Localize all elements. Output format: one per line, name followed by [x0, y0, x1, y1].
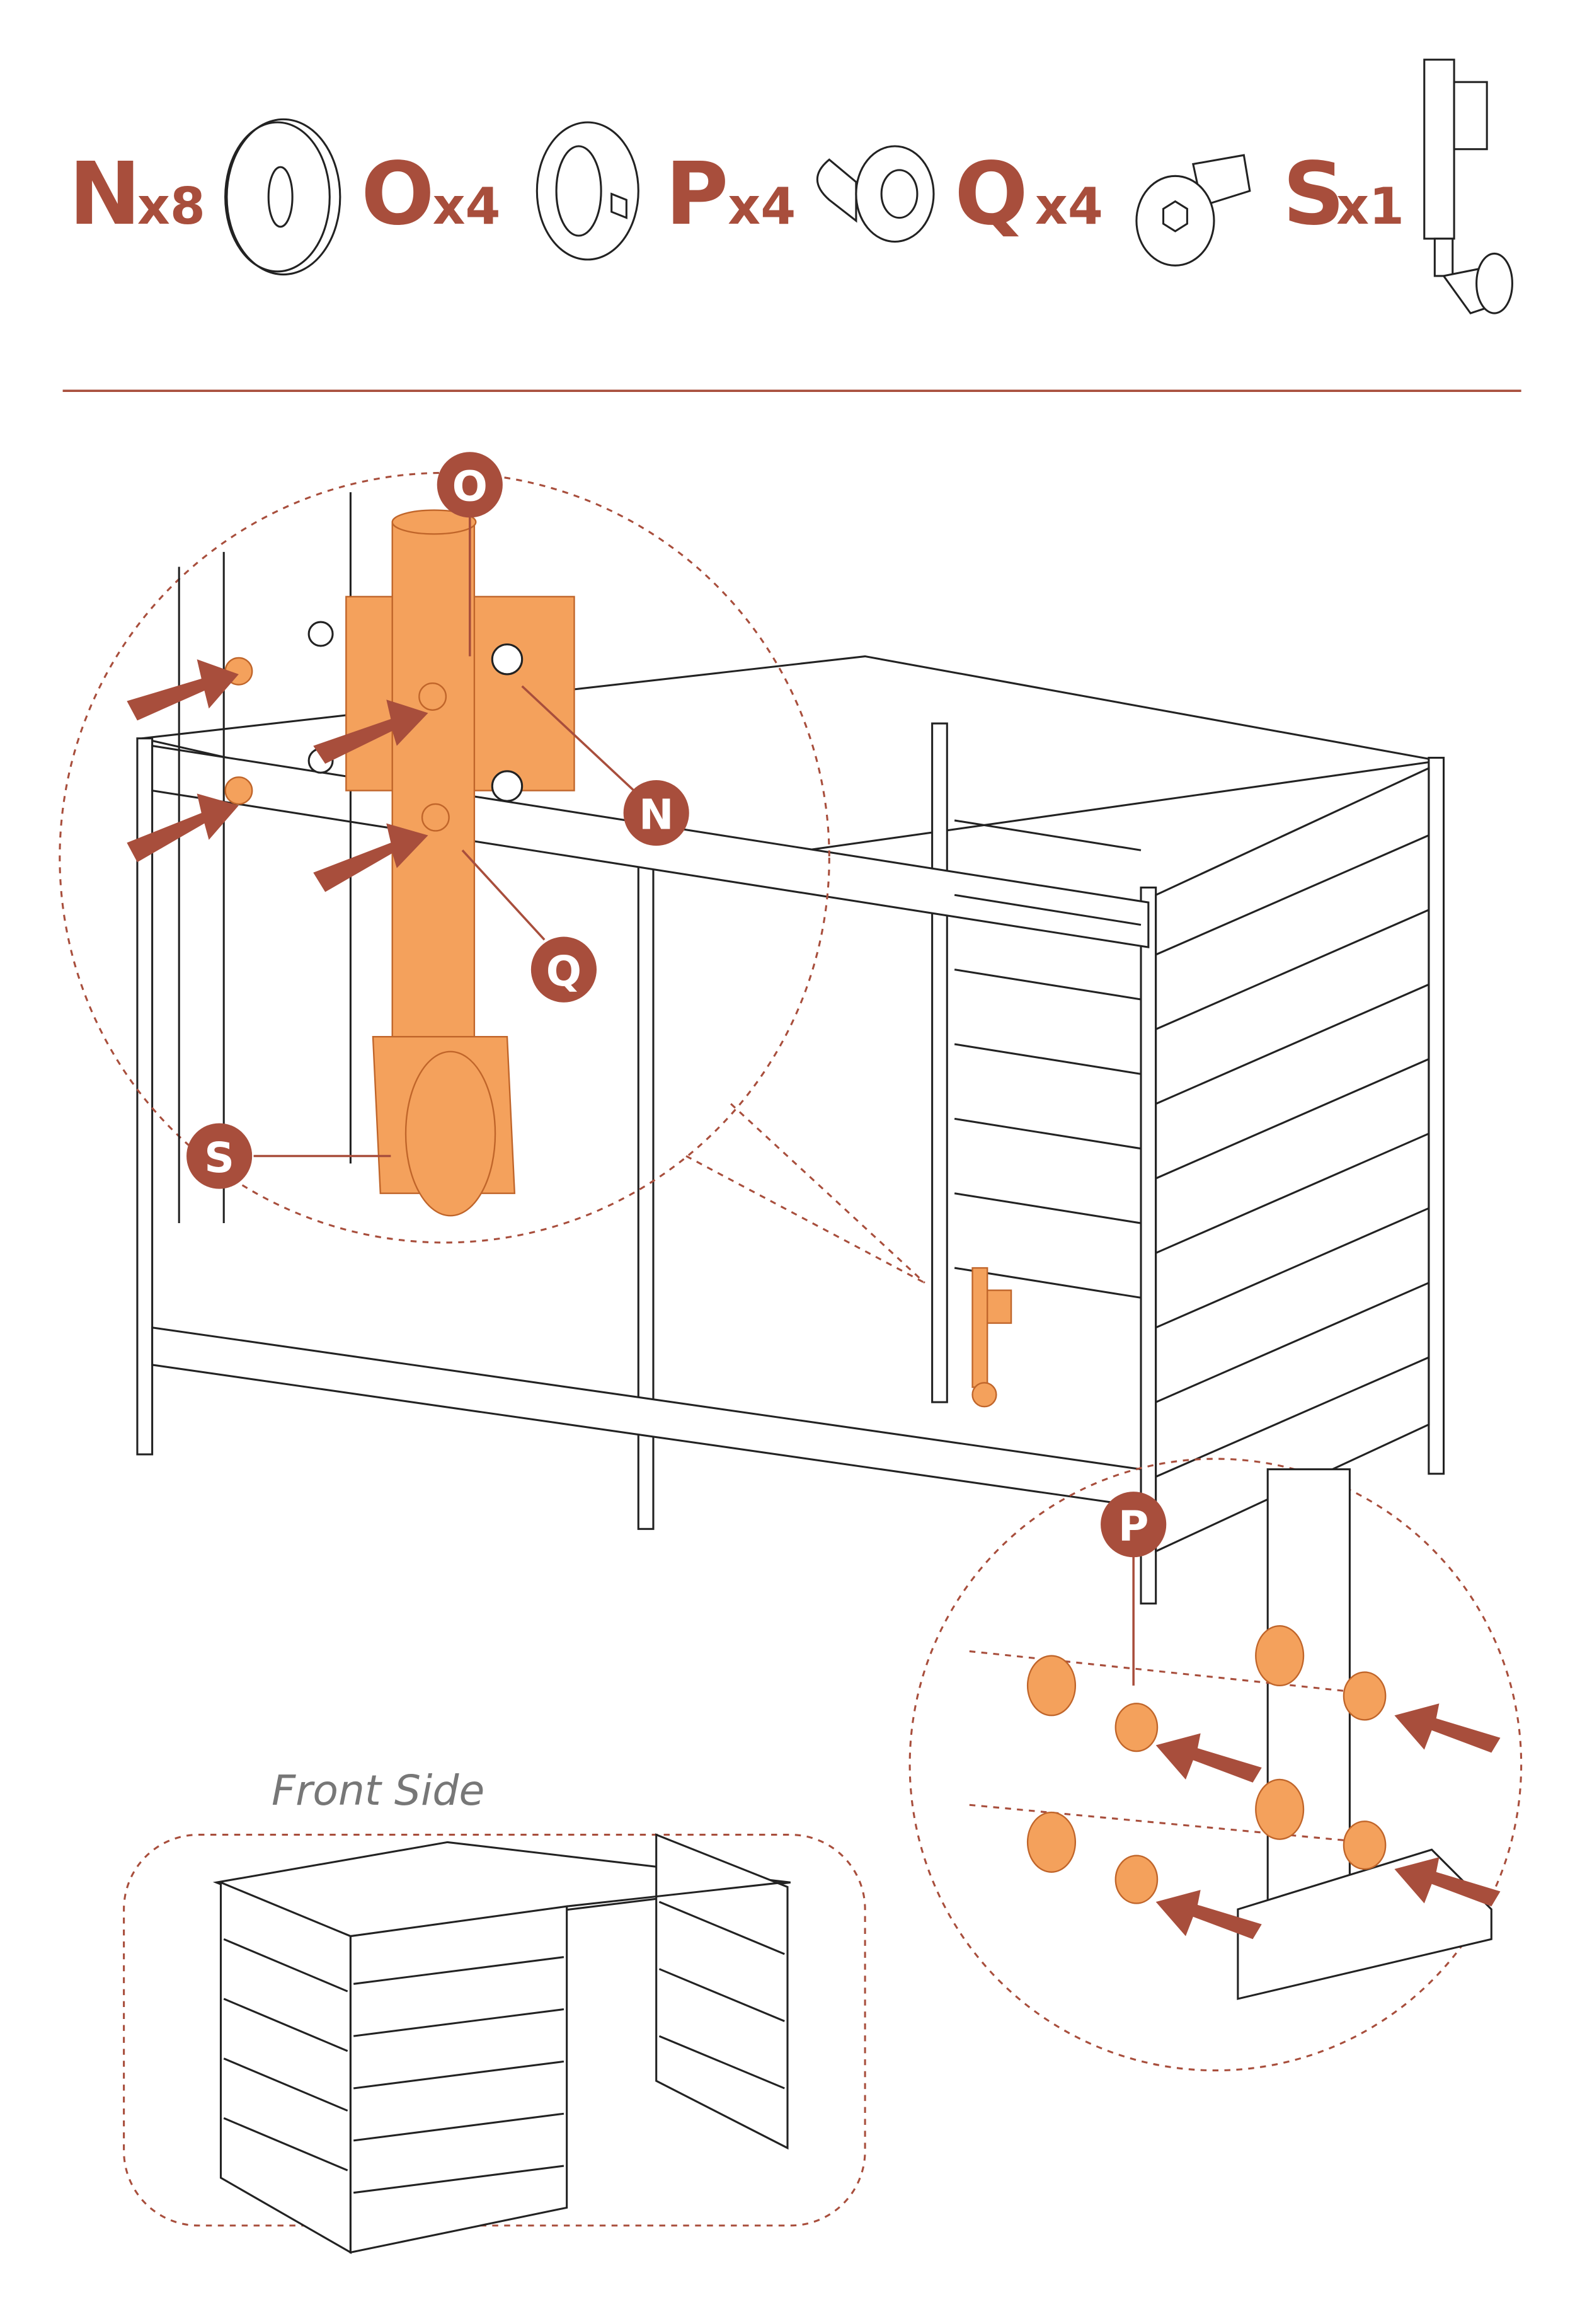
part-qty: x4	[433, 176, 501, 236]
washer-nut-set	[1026, 1625, 1387, 1904]
barrel-nut-icon	[816, 145, 935, 243]
callout-barrel-nut-detail	[908, 1458, 1523, 2072]
callout-badge-q: Q	[530, 936, 597, 1003]
part-qty: x1	[1336, 176, 1404, 236]
callout-badge-p: P	[1101, 1492, 1167, 1558]
callout-caster-detail	[59, 471, 925, 1284]
part-letter: N	[69, 144, 141, 244]
insert-arrows	[127, 659, 428, 892]
part-letter: O	[361, 144, 435, 244]
part-p: P x4	[665, 144, 935, 244]
callout-badge-s: S	[186, 1123, 253, 1189]
hardware-washers	[224, 621, 524, 832]
part-letter: Q	[954, 144, 1028, 244]
side-slats	[954, 819, 1429, 1478]
part-qty: x8	[137, 176, 205, 236]
badge-label: S	[204, 1133, 234, 1182]
badge-label: Q	[546, 946, 581, 996]
front-side-inset: Front Side	[123, 1766, 866, 2255]
part-qty: x4	[1035, 176, 1103, 236]
caster-icon	[1423, 59, 1513, 314]
part-s: S x1	[1283, 59, 1513, 314]
part-qty: x4	[728, 176, 796, 236]
part-q: Q x4	[954, 144, 1251, 267]
spring-washer-icon	[536, 121, 639, 261]
small-caster	[971, 1267, 1012, 1408]
washer-icon	[224, 118, 341, 276]
badge-label: P	[1118, 1502, 1149, 1551]
callout-badge-o: O	[437, 452, 503, 518]
part-letter: P	[665, 144, 729, 244]
insert-arrows	[1155, 1703, 1501, 1940]
inset-caption: Front Side	[272, 1766, 484, 1815]
badge-label: O	[452, 462, 488, 511]
hex-bolt-icon	[1135, 154, 1251, 267]
callout-badge-n: N	[623, 780, 689, 846]
part-n: N x8	[69, 118, 341, 276]
parts-list: N x8 O x4 P x4	[69, 59, 1513, 314]
part-letter: S	[1283, 144, 1345, 244]
part-o: O x4	[361, 121, 639, 261]
badge-label: N	[639, 790, 673, 839]
